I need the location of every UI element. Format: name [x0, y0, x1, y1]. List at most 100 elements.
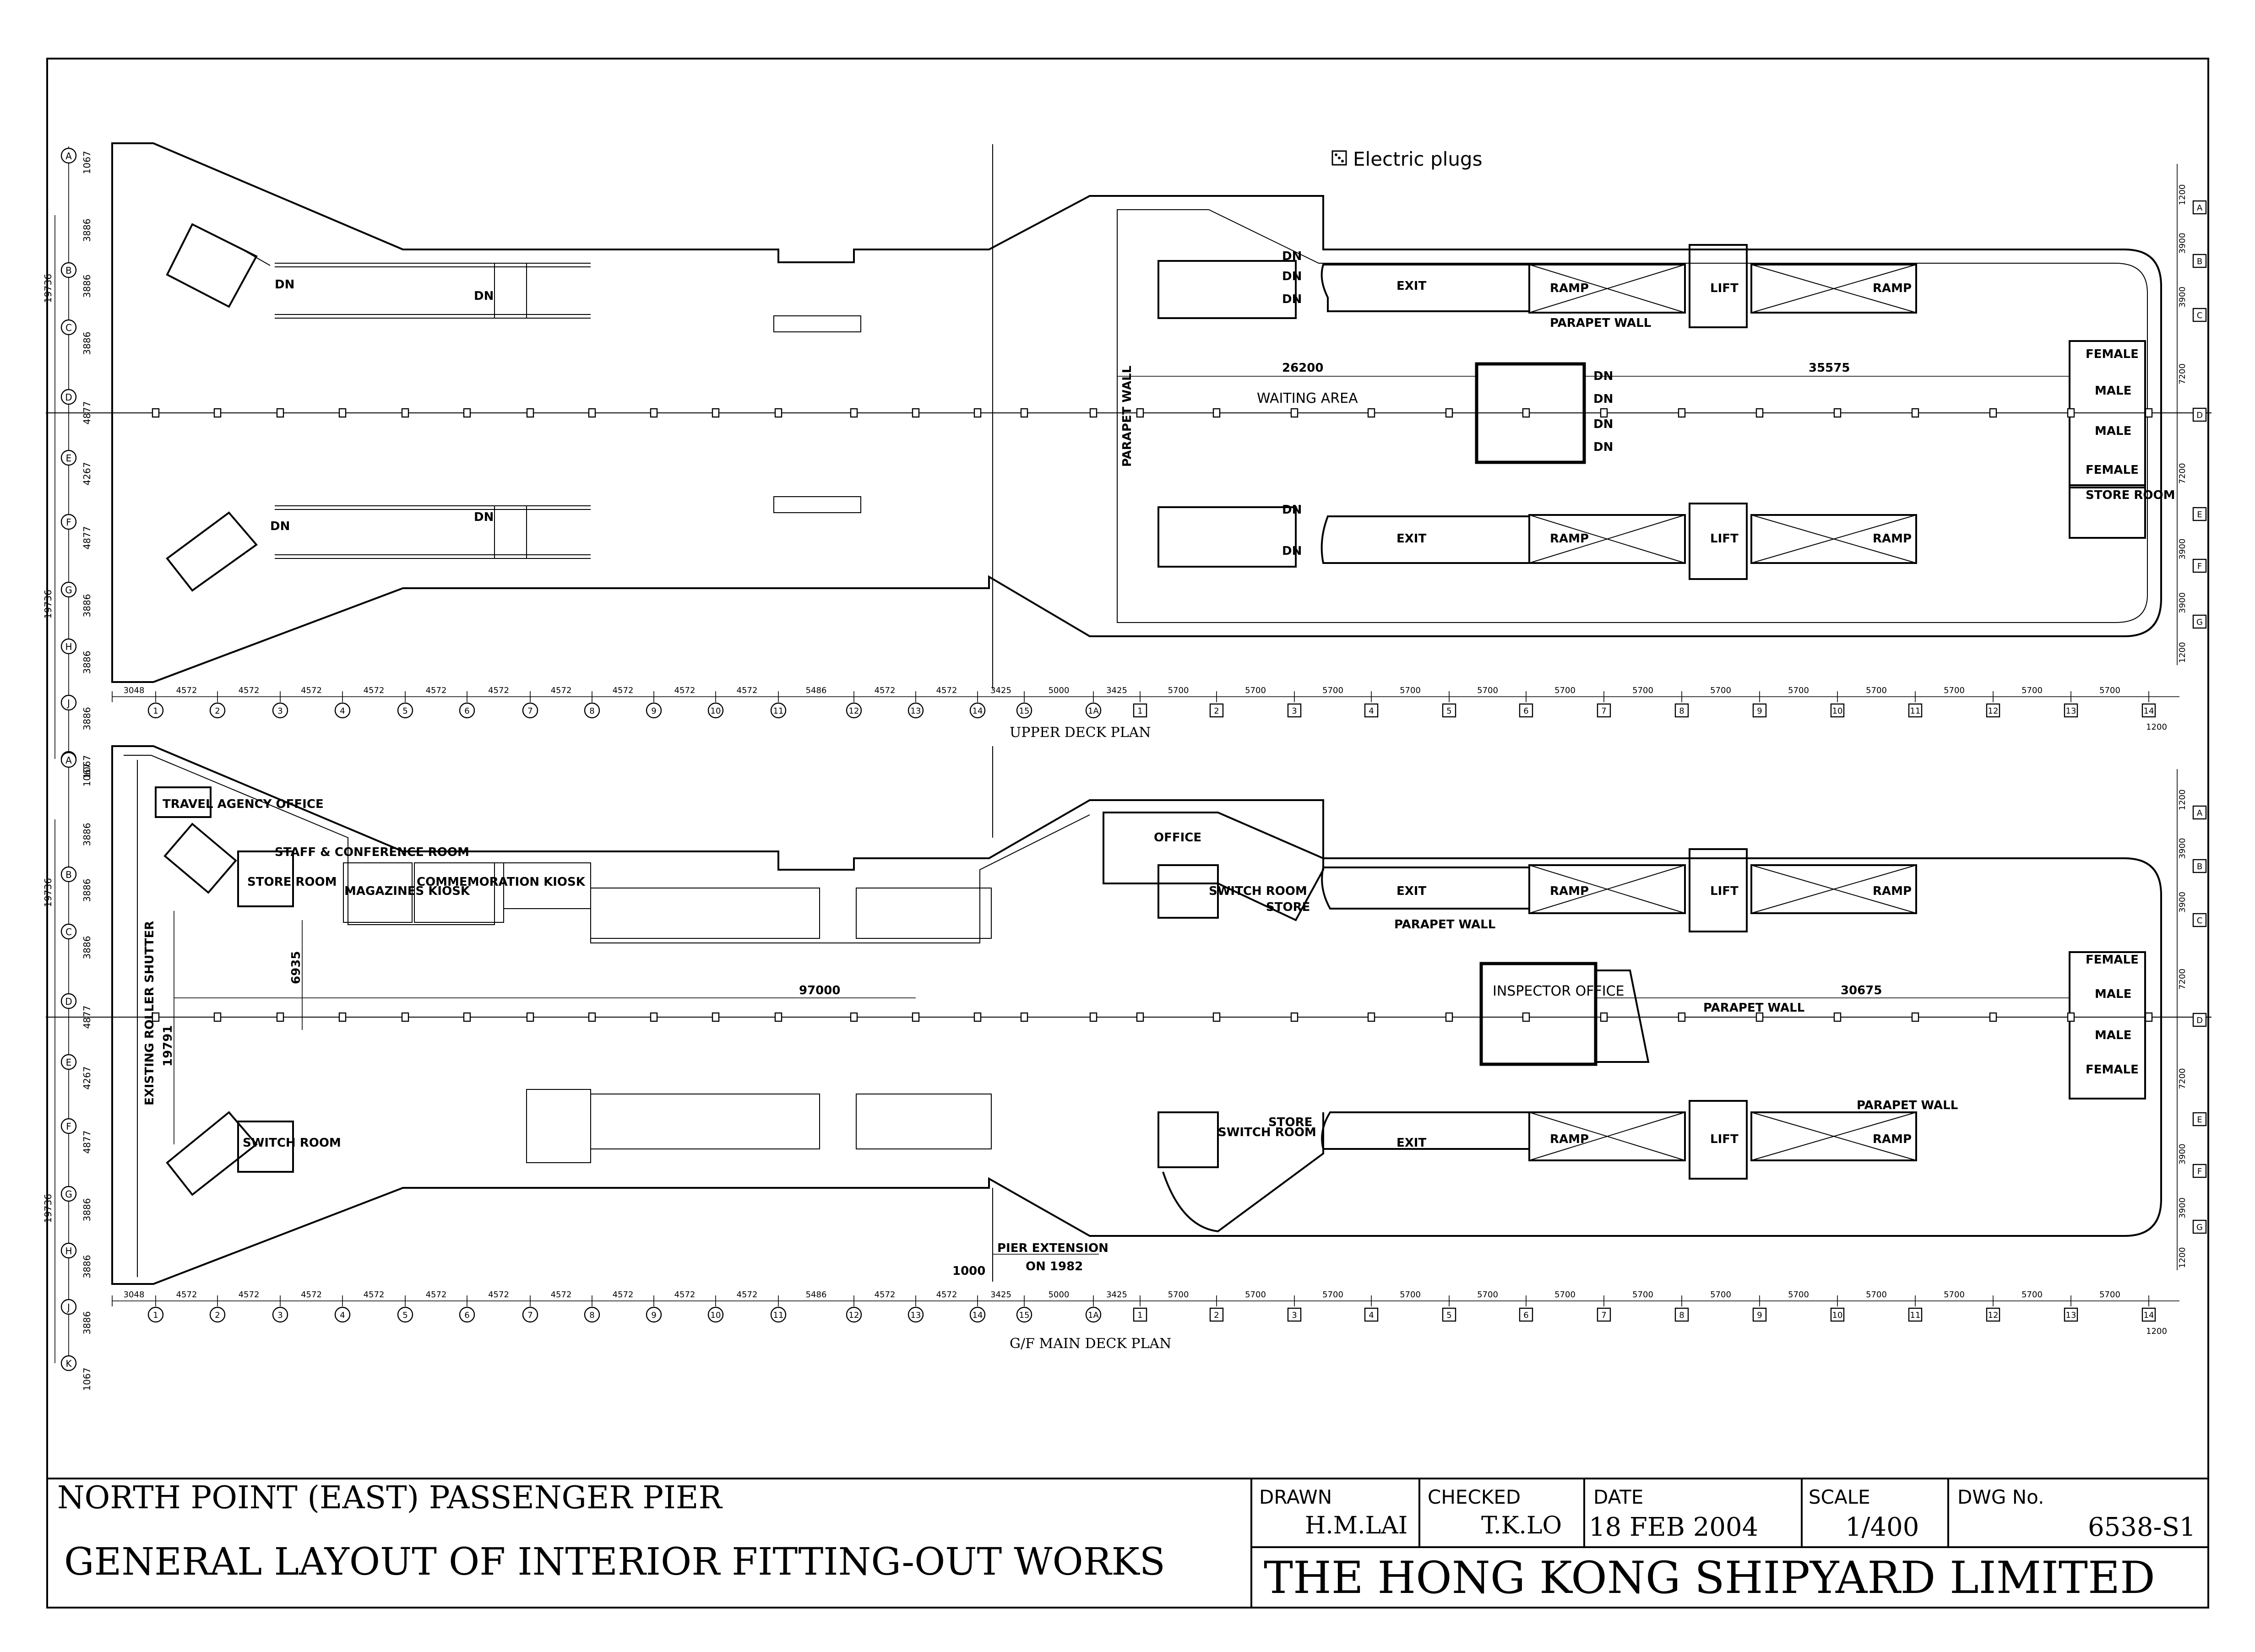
upper-col-label-left-4: 5 [402, 706, 408, 716]
upper-stair-dn-1: DN [275, 278, 294, 292]
main-column-mark-0-11 [850, 1012, 858, 1022]
checked-value: T.K.LO [1481, 1512, 1562, 1539]
main-right-row-dim-6: 3900 [2178, 1197, 2187, 1219]
drawn-label: DRAWN [1259, 1486, 1332, 1508]
upper-col-label-left-13: 14 [973, 706, 983, 716]
upper-exit-north-label: EXIT [1396, 279, 1426, 293]
upper-column-mark-0-15 [1089, 408, 1098, 418]
upper-column-mark-0-7 [588, 408, 596, 418]
main-col-dim-left-6: 4572 [488, 1290, 509, 1300]
upper-row-label-C: C [65, 322, 72, 333]
main-office-label: OFFICE [1154, 831, 1201, 845]
main-col-dim-left-12: 4572 [875, 1290, 896, 1300]
main-store-south-label: STORE [1268, 1116, 1312, 1129]
pier-extension-label: PIER EXTENSION [997, 1241, 1108, 1255]
upper-column-mark-0-25 [1833, 408, 1842, 418]
main-right-row-dim-7: 1200 [2178, 1247, 2187, 1268]
main-col-marker-left-11 [770, 1306, 787, 1323]
main-parapet-wall-centre-label: PARAPET WALL [1703, 1001, 1804, 1015]
upper-lift-south-label: LIFT [1710, 532, 1739, 546]
main-ramp-north-b-label: RAMP [1873, 884, 1912, 898]
upper-col-marker-right-2 [1209, 703, 1224, 718]
main-col-label-right-1: 2 [1214, 1311, 1219, 1320]
main-col-dim-right-8: 5700 [1788, 1290, 1809, 1300]
main-row-marker-K [60, 1355, 77, 1371]
upper-right-row-dim-2: 3900 [2178, 287, 2187, 308]
upper-parapet-wall-vertical-label: PARAPET WALL [1120, 366, 1134, 467]
upper-col-dim-right-7: 5700 [1710, 686, 1731, 695]
upper-male-a-label: MALE [2095, 384, 2131, 398]
main-col-dim-left-5: 4572 [426, 1290, 447, 1300]
upper-stair-dn-12: DN [1593, 417, 1613, 431]
main-row-marker-B [60, 866, 77, 883]
date-label: DATE [1593, 1486, 1643, 1508]
upper-col-marker-right-12 [1986, 703, 2000, 718]
main-right-row-label-C: C [2197, 916, 2203, 926]
main-right-row-marker-F [2192, 1164, 2207, 1178]
main-col-label-left-4: 5 [402, 1311, 408, 1320]
upper-stair-dn-4: DN [474, 510, 494, 524]
main-column-mark-0-21 [1522, 1012, 1530, 1022]
main-dim-97000: 97000 [799, 984, 840, 997]
upper-col-marker-right-1 [1133, 703, 1147, 718]
upper-row-label-J: J [66, 698, 70, 709]
main-column-mark-0-15 [1089, 1012, 1098, 1022]
upper-column-mark-0-3 [338, 408, 347, 418]
main-col-dim-left-9: 4572 [674, 1290, 696, 1300]
upper-col-label-right-1: 2 [1214, 706, 1219, 716]
upper-col-dim-left-12: 4572 [875, 686, 896, 695]
upper-col-marker-right-6 [1519, 703, 1533, 718]
upper-col-dim-left-6: 4572 [488, 686, 509, 695]
upper-column-mark-0-17 [1212, 408, 1221, 418]
main-right-row-marker-A [2192, 805, 2207, 820]
upper-col-dim-right-11: 5700 [2021, 686, 2043, 695]
main-ramp-south-b-label: RAMP [1873, 1132, 1912, 1146]
upper-col-marker-left-4 [334, 702, 351, 719]
upper-row-label-D: D [65, 392, 72, 403]
main-switch-room-south-b-label: SWITCH ROOM [1218, 1126, 1316, 1139]
main-column-mark-0-12 [912, 1012, 920, 1022]
main-col-dim-right-12: 5700 [2099, 1290, 2120, 1300]
upper-right-row-label-C: C [2197, 311, 2203, 320]
main-col-marker-left-7 [522, 1306, 538, 1323]
main-right-row-marker-G [2192, 1219, 2207, 1234]
upper-col-label-left-11: 12 [849, 706, 859, 716]
upper-right-row-marker-B [2192, 254, 2207, 268]
upper-row-marker-G [60, 581, 77, 598]
main-deck-title: G/F MAIN DECK PLAN [1010, 1336, 1171, 1352]
upper-stair-dn-2: DN [474, 289, 494, 303]
main-right-row-label-A: A [2197, 808, 2203, 818]
main-col-label-left-11: 12 [849, 1311, 859, 1320]
upper-column-mark-0-18 [1290, 408, 1299, 418]
legend-label: Electric plugs [1353, 148, 1482, 170]
upper-row-marker-J [60, 694, 77, 711]
upper-col-dim-left-13: 4572 [936, 686, 957, 695]
main-col-dim-right-6: 5700 [1632, 1290, 1653, 1300]
upper-stair-dn-10: DN [1593, 369, 1613, 383]
upper-column-mark-0-10 [774, 408, 782, 418]
upper-column-mark-0-24 [1755, 408, 1764, 418]
upper-stair-dn-11: DN [1593, 392, 1613, 406]
main-col-marker-right-1 [1133, 1307, 1147, 1322]
upper-col-dim-right-1: 5700 [1245, 686, 1266, 695]
main-col-dim-left-7: 4572 [551, 1290, 572, 1300]
main-column-mark-0-8 [650, 1012, 658, 1022]
upper-col-label-right-3: 4 [1369, 706, 1374, 716]
upper-col-marker-left-9 [646, 702, 662, 719]
main-row-label-E: E [66, 1057, 72, 1068]
main-column-mark-0-0 [152, 1012, 160, 1022]
upper-row-dim-4: 4877 [82, 401, 92, 425]
upper-col-label-right-5: 6 [1523, 706, 1528, 716]
date-value: 18 FEB 2004 [1589, 1512, 1758, 1542]
upper-column-mark-0-29 [2145, 408, 2153, 418]
upper-col-marker-left-13 [907, 702, 924, 719]
main-col-dim-right-9: 5700 [1866, 1290, 1887, 1300]
main-col-marker-right-8 [1674, 1307, 1689, 1322]
main-column-mark-0-22 [1600, 1012, 1608, 1022]
upper-col-label-right-7: 8 [1679, 706, 1684, 716]
upper-ramp-south-b-label: RAMP [1873, 532, 1912, 546]
main-col-dim-left-8: 4572 [613, 1290, 634, 1300]
upper-stair-dn-8: DN [1282, 503, 1302, 517]
upper-col-label-right-8: 9 [1757, 706, 1762, 716]
upper-col-dim-left-10: 4572 [737, 686, 758, 695]
